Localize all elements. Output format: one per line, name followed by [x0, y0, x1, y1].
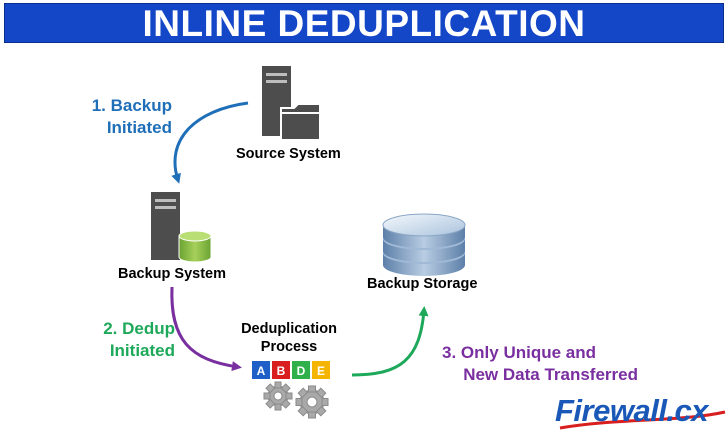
step3-label-line2: New Data Transferred	[463, 365, 638, 384]
folder-icon	[280, 103, 321, 141]
backup-storage-label: Backup Storage	[367, 276, 478, 292]
data-block-d: D	[291, 360, 311, 380]
source-system-label: Source System	[236, 146, 341, 162]
logo-swoosh	[559, 410, 726, 430]
data-blocks: A B D E	[251, 360, 331, 380]
arrow-step3	[351, 306, 429, 377]
firewall-cx-logo: Firewall.cx	[555, 393, 709, 428]
arrow-step1	[171, 101, 249, 184]
arrow-step2	[170, 286, 242, 372]
data-block-a: A	[251, 360, 271, 380]
step2-label-line2: Initiated	[109, 341, 175, 360]
title-banner: INLINE DEDUPLICATION	[4, 3, 724, 44]
step1-label-line2: Initiated	[106, 118, 172, 137]
backup-system-label: Backup System	[118, 266, 226, 282]
step3-label-line1: 3. Only Unique and	[442, 343, 596, 362]
green-database-icon	[178, 230, 212, 263]
data-block-e: E	[311, 360, 331, 380]
data-block-b: B	[271, 360, 291, 380]
gears-icon	[263, 381, 329, 419]
dedup-process-label-line2: Process	[260, 339, 318, 355]
page-title: INLINE DEDUPLICATION	[142, 3, 586, 44]
backup-server-icon	[151, 192, 180, 260]
dedup-process-label-line1: Deduplication	[241, 321, 337, 337]
backup-storage-icon	[382, 213, 466, 276]
step2-label-line1: 2. Dedup	[103, 319, 175, 338]
step1-label-line1: 1. Backup	[91, 96, 172, 115]
